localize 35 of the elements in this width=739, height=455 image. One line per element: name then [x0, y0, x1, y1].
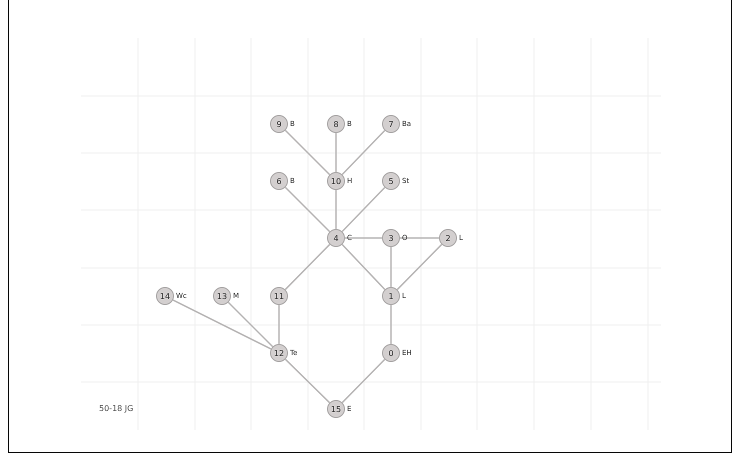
connector-line [284, 186, 330, 232]
connector-line [342, 358, 386, 404]
connector-line [390, 247, 392, 287]
connector-line [342, 130, 386, 176]
node-circle: 4 [327, 229, 345, 247]
connector-line [278, 305, 280, 344]
node-circle: 14 [156, 287, 174, 305]
connector-line [284, 358, 330, 404]
node-circle: 10 [327, 172, 345, 190]
node-circle: 12 [270, 344, 288, 362]
node-circle: 8 [327, 115, 345, 133]
connector-line [284, 130, 330, 176]
node-circle: 15 [327, 400, 345, 418]
node-circle: 11 [270, 287, 288, 305]
connector-line [400, 237, 439, 239]
connector-line [335, 133, 337, 172]
node-circle: 13 [213, 287, 231, 305]
node-circle: 0 [382, 344, 400, 362]
connector-line [342, 244, 386, 290]
connector-line [335, 190, 337, 229]
diagram-code: 50-18 JG [99, 404, 134, 413]
node-circle: 7 [382, 115, 400, 133]
node-circle: 2 [439, 229, 457, 247]
connector-line [172, 299, 272, 350]
node-circle: 5 [382, 172, 400, 190]
node-circle: 6 [270, 172, 288, 190]
node-circle: 3 [382, 229, 400, 247]
connector-line [342, 186, 386, 232]
connector-line [396, 244, 442, 290]
node-circle: 9 [270, 115, 288, 133]
connector-line [228, 302, 274, 348]
connector-line [284, 244, 330, 290]
connector-line [390, 305, 392, 344]
node-circle: 1 [382, 287, 400, 305]
connector-line [345, 237, 382, 239]
